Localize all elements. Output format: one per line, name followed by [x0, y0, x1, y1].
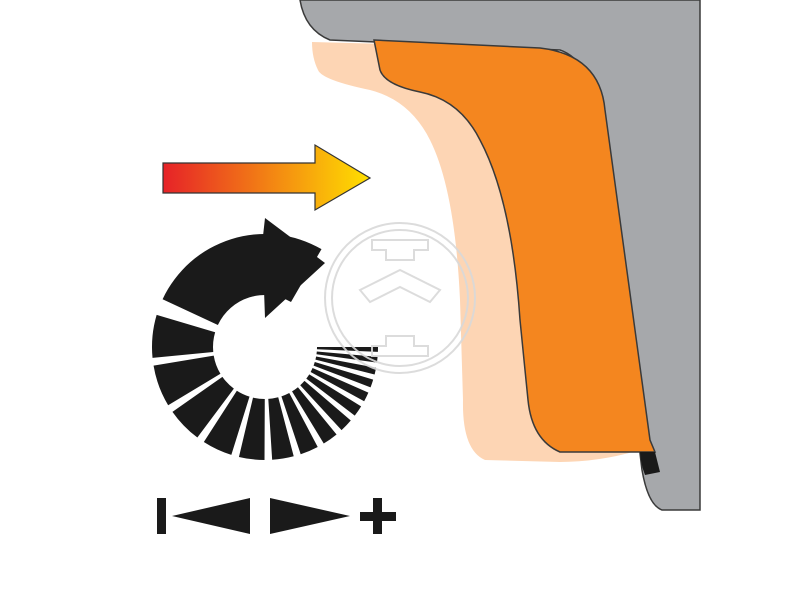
watermark-logo	[324, 222, 476, 374]
rotation-segment	[306, 374, 362, 416]
rotation-arrow-icon	[151, 218, 378, 460]
speed-increase-icon	[270, 498, 396, 534]
rotation-segment	[153, 355, 221, 406]
rotation-segment	[313, 362, 374, 388]
rotation-segment	[238, 397, 265, 460]
orange-layer	[373, 39, 657, 453]
rotation-segment	[292, 387, 337, 444]
rotation-segment	[203, 390, 250, 455]
rotation-segment	[316, 351, 378, 363]
device-foot	[640, 452, 660, 475]
rotation-segment	[172, 376, 234, 438]
rotation-arrowhead	[250, 218, 325, 318]
heat-direction-arrow-icon	[162, 143, 372, 212]
rotation-segment	[315, 356, 377, 375]
rotation-segment	[300, 380, 351, 431]
rotation-segment	[281, 392, 318, 455]
rotation-segment	[268, 397, 294, 460]
rotation-segment	[151, 314, 216, 358]
speed-decrease-icon	[157, 498, 250, 534]
rotation-segment	[316, 347, 378, 352]
rotation-segment	[310, 367, 369, 402]
